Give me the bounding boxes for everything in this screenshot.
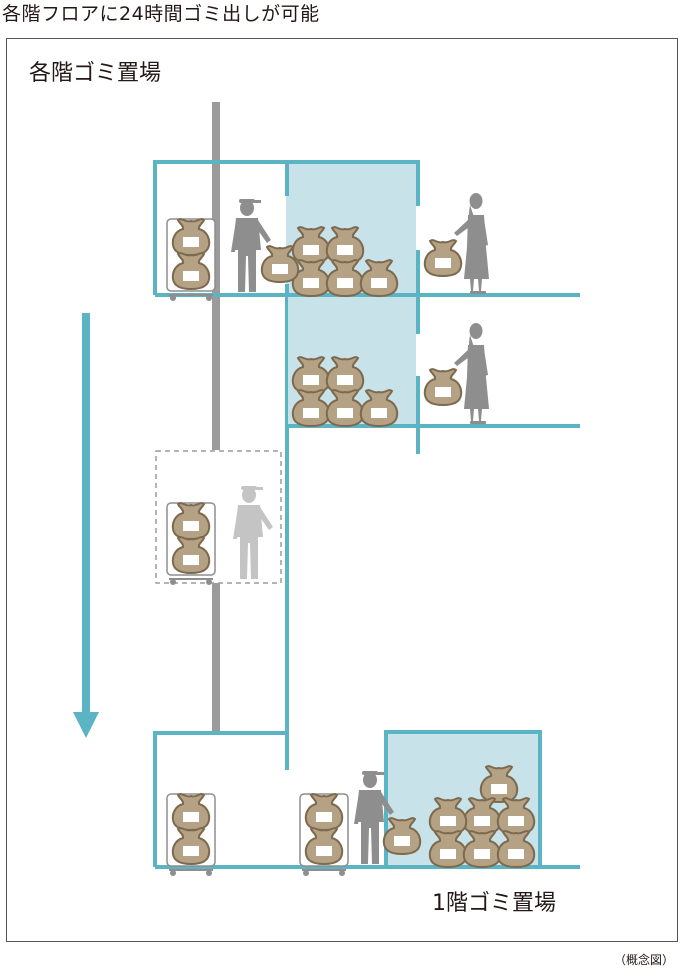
resident-upper-bag bbox=[423, 239, 463, 277]
cart-upper bbox=[167, 219, 215, 301]
chute-pole-bottom bbox=[212, 583, 220, 735]
resident-middle-bag bbox=[423, 368, 463, 406]
cart-ground-left bbox=[167, 794, 215, 876]
diagram-frame: 各階ゴミ置場 1階ゴミ置場 bbox=[6, 38, 678, 942]
resident-upper bbox=[454, 193, 489, 294]
resident-middle bbox=[454, 323, 489, 424]
ground-floor-garbage-label: 1階ゴミ置場 bbox=[432, 891, 556, 916]
elevator-dashed-box bbox=[155, 450, 282, 584]
down-arrow-icon bbox=[73, 313, 99, 738]
worker-elevator bbox=[233, 486, 273, 579]
concept-note: （概念図） bbox=[613, 953, 674, 967]
chute-pole-top bbox=[212, 102, 220, 450]
cart-ground-right bbox=[300, 794, 348, 876]
middle-floor-walls bbox=[285, 297, 580, 770]
page-title: 各階フロアに24時間ゴミ出しが可能 bbox=[2, 3, 320, 25]
floor-garbage-label: 各階ゴミ置場 bbox=[29, 61, 162, 86]
cart-elevator bbox=[167, 503, 215, 585]
